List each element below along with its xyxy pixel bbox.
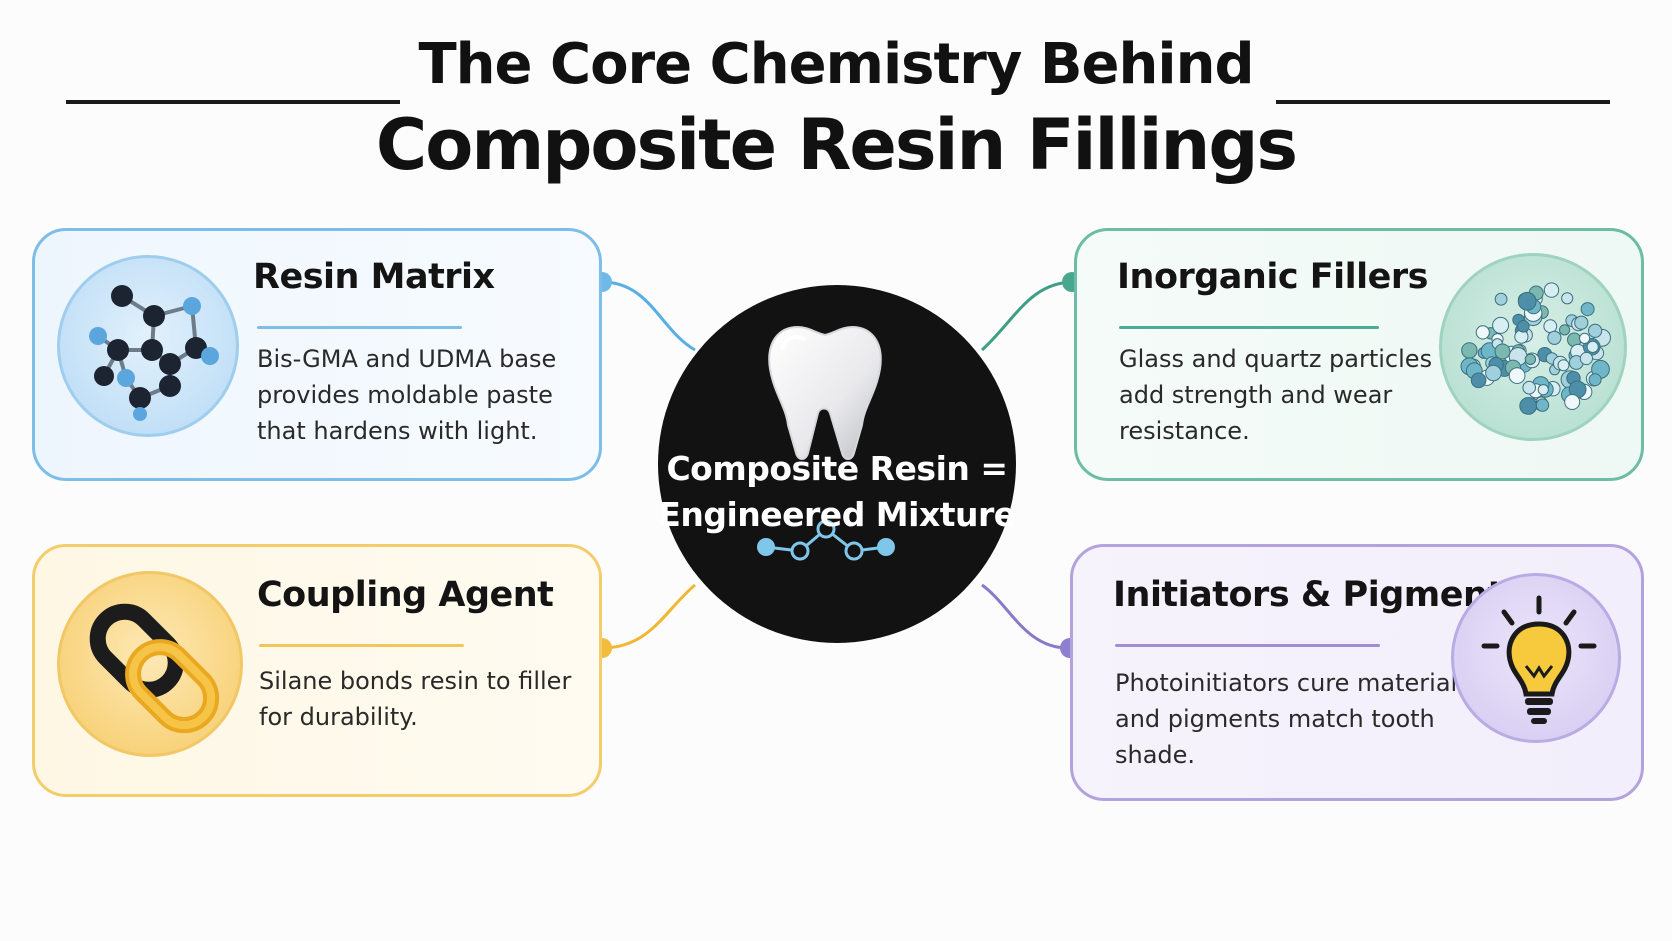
card-underline-inorganic-fillers: [1119, 326, 1379, 329]
filler-particle: [1537, 384, 1549, 396]
desc-line: and pigments match tooth: [1115, 705, 1435, 733]
filler-particle: [1524, 353, 1537, 366]
card-title-inorganic-fillers: Inorganic Fillers: [1117, 257, 1429, 297]
desc-line: for durability.: [259, 703, 418, 731]
filler-particle: [1543, 282, 1560, 298]
chain-link-disc: [57, 571, 243, 757]
card-desc-initiators-pigments: Photoinitiators cure material and pigmen…: [1115, 665, 1457, 773]
center-hub: Composite Resin = Engineered Mixture: [658, 285, 1016, 643]
card-underline-resin-matrix: [257, 326, 462, 329]
chain-link-icon: [89, 603, 220, 734]
filler-particle: [1557, 359, 1570, 372]
connector-initiators: [981, 583, 1069, 650]
card-desc-coupling-agent: Silane bonds resin to filler for durabil…: [259, 663, 571, 735]
filler-particle: [1494, 292, 1508, 306]
card-coupling-agent: Coupling Agent Silane bonds resin to fil…: [32, 544, 602, 797]
filler-particle: [1475, 325, 1490, 340]
filler-particle: [1588, 323, 1603, 338]
center-title-line-1: Composite Resin =: [666, 449, 1008, 488]
desc-line: that hardens with light.: [257, 417, 538, 445]
filler-particle: [1470, 372, 1487, 389]
filler-particle: [1494, 343, 1511, 360]
filler-particle: [1588, 373, 1602, 387]
card-resin-matrix: Resin Matrix Bis-GMA and UDMA base provi…: [32, 228, 602, 481]
connector-resin: [601, 280, 696, 352]
filler-particle: [1517, 291, 1537, 311]
filler-particle: [1580, 302, 1595, 317]
card-title-resin-matrix: Resin Matrix: [253, 257, 495, 297]
filler-particle: [1543, 319, 1558, 334]
particles-icon: [1460, 282, 1612, 415]
filler-particle: [1586, 340, 1599, 354]
filler-particle: [1561, 292, 1574, 305]
tooth-icon: [768, 325, 882, 460]
particles-disc: [1439, 253, 1627, 441]
center-graphics: [757, 325, 895, 561]
card-underline-initiators-pigments: [1115, 644, 1380, 647]
filler-particle: [1485, 364, 1502, 382]
desc-line: Silane bonds resin to filler: [259, 667, 572, 695]
desc-line: add strength and wear: [1119, 381, 1393, 409]
title-rule-left: [66, 100, 400, 104]
page-title-line-2: Composite Resin Fillings: [375, 104, 1298, 186]
filler-particle: [1547, 330, 1562, 345]
card-underline-coupling-agent: [259, 644, 464, 647]
card-desc-inorganic-fillers: Glass and quartz particles add strength …: [1119, 341, 1432, 449]
molecule-disc: [57, 255, 239, 437]
connector-coupling: [601, 583, 696, 650]
connector-fillers: [980, 280, 1075, 352]
card-title-initiators-pigments: Initiators & Pigments: [1113, 575, 1524, 615]
center-title-line-2: Engineered Mixture: [658, 495, 1016, 534]
filler-particle: [1519, 397, 1538, 415]
filler-particle: [1579, 351, 1593, 366]
desc-line: resistance.: [1119, 417, 1250, 445]
filler-particle: [1522, 380, 1536, 395]
card-title-coupling-agent: Coupling Agent: [257, 575, 554, 615]
title-rule-right: [1276, 100, 1610, 104]
card-inorganic-fillers: Inorganic Fillers Glass and quartz parti…: [1074, 228, 1644, 481]
desc-line: shade.: [1115, 741, 1196, 769]
desc-line: provides moldable paste: [257, 381, 553, 409]
filler-particle: [1461, 342, 1478, 359]
filler-particle: [1559, 324, 1571, 336]
card-initiators-pigments: Initiators & Pigments Photoinitiators cu…: [1070, 544, 1644, 801]
filler-particle: [1517, 320, 1530, 333]
molecule-icon: [89, 285, 219, 421]
desc-line: Bis-GMA and UDMA base: [257, 345, 557, 373]
filler-particle: [1535, 398, 1550, 412]
lightbulb-icon: [1481, 595, 1597, 724]
page-title-line-1: The Core Chemistry Behind: [418, 32, 1254, 97]
filler-particle: [1564, 394, 1581, 410]
desc-line: Photoinitiators cure material: [1115, 669, 1458, 697]
filler-particle: [1579, 332, 1591, 345]
card-desc-resin-matrix: Bis-GMA and UDMA base provides moldable …: [257, 341, 556, 449]
filler-particle: [1574, 315, 1589, 330]
filler-particle: [1508, 367, 1526, 384]
lightbulb-disc: [1451, 573, 1621, 743]
filler-particle: [1492, 316, 1510, 334]
desc-line: Glass and quartz particles: [1119, 345, 1433, 373]
